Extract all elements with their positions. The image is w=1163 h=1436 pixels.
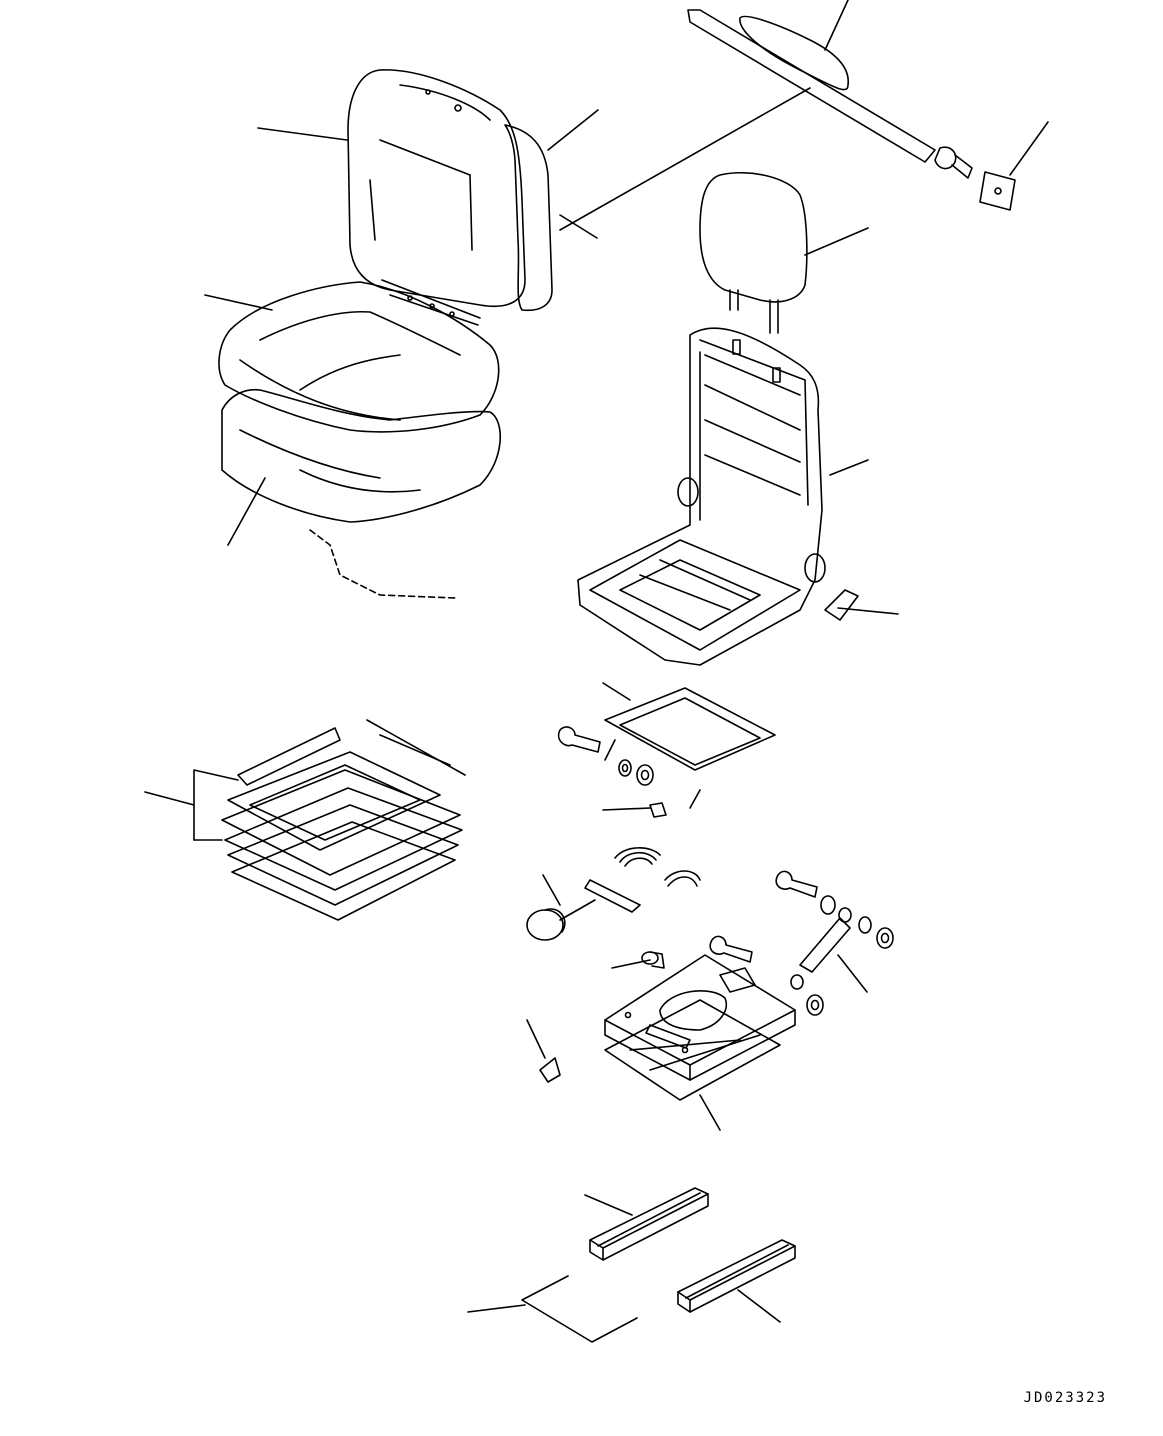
armrest-bracket — [979, 171, 1016, 211]
slide-rail-assembly — [221, 719, 466, 921]
bushing — [641, 951, 665, 969]
leader-lines — [144, 0, 1049, 1323]
shock-absorber — [790, 907, 852, 990]
clip — [539, 1057, 561, 1083]
spring-set — [584, 847, 701, 913]
rail-2 — [677, 1239, 796, 1313]
seat-frame — [577, 327, 826, 666]
seat-back-side-panel — [504, 124, 598, 312]
seat-cushion-cover — [218, 281, 500, 433]
adjuster-knob — [526, 899, 596, 941]
armrest-rod — [687, 9, 973, 179]
suspension-unit — [604, 954, 796, 1101]
washer-1 — [618, 759, 654, 786]
rod — [521, 1275, 638, 1343]
rail-1 — [589, 1187, 709, 1261]
bolt-2 — [709, 870, 818, 963]
seat-back-cover — [347, 69, 526, 307]
drawing-id-label: JD023323 — [1023, 1390, 1107, 1406]
washer-2 — [806, 895, 894, 1016]
cap — [649, 802, 667, 818]
headrest — [699, 171, 808, 334]
bolt-1 — [557, 726, 601, 753]
seat-wire — [309, 529, 456, 599]
mounting-bracket — [604, 687, 776, 809]
seat-cushion-base — [221, 388, 501, 523]
lever-knob — [824, 589, 859, 621]
